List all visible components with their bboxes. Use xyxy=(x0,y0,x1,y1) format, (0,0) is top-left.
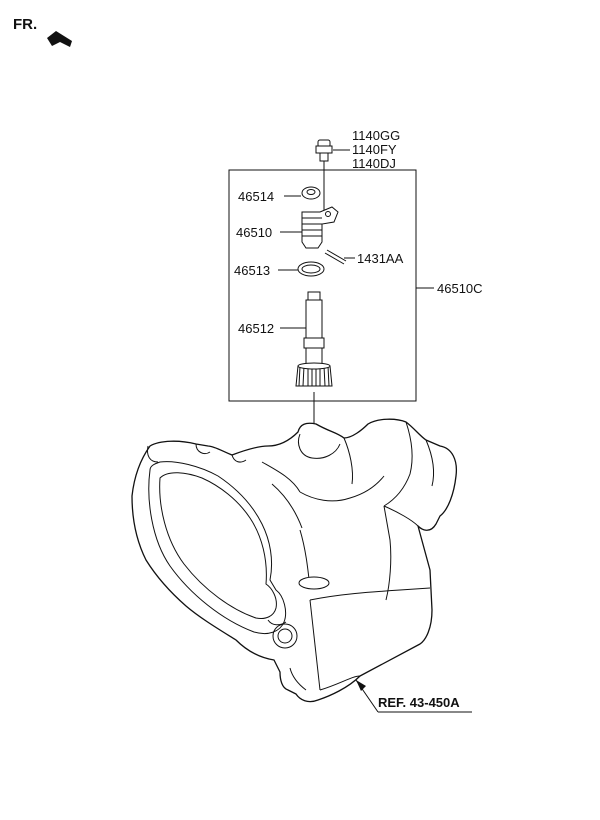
front-direction-label: FR. xyxy=(13,16,37,33)
transmission-housing xyxy=(131,418,458,703)
sleeve-part xyxy=(301,206,339,249)
ref-label: REF. 43-450A xyxy=(378,695,460,710)
pin-part xyxy=(324,249,347,265)
assembly-box xyxy=(228,169,417,402)
ref-arrow-head-icon xyxy=(356,680,366,691)
driven-gear-part xyxy=(295,291,333,387)
o-ring-part xyxy=(297,261,325,277)
bolt-code-1: 1140GG xyxy=(352,128,400,143)
p46513-label: 46513 xyxy=(234,263,270,278)
bolt-part xyxy=(315,139,333,212)
p46514-label: 46514 xyxy=(238,189,274,204)
assembly-label: 46510C xyxy=(437,281,483,296)
bolt-code-2: 1140FY xyxy=(352,142,397,157)
bolt-code-3: 1140DJ xyxy=(352,156,396,171)
seal-ring-part xyxy=(301,186,321,200)
p46512-label: 46512 xyxy=(238,321,274,336)
p46510-label: 46510 xyxy=(236,225,272,240)
p1431AA-label: 1431AA xyxy=(357,251,404,266)
front-arrow-icon xyxy=(47,31,72,47)
